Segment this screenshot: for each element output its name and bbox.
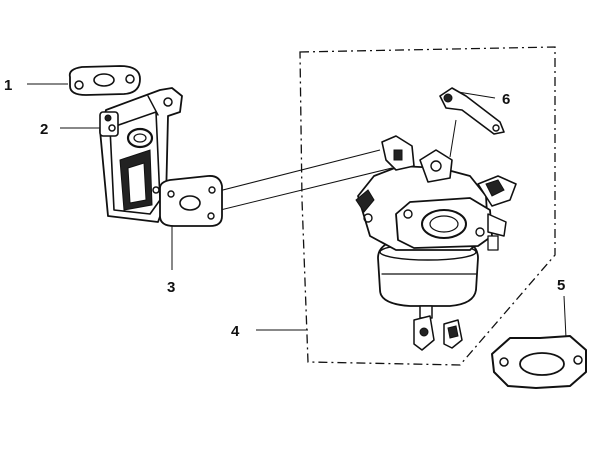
callout-3: 3 [167, 279, 175, 296]
part-4-carburetor [355, 135, 517, 351]
callout-6: 6 [502, 91, 510, 108]
leader-line-6 [457, 91, 496, 99]
assembly-boundary [299, 46, 556, 366]
part-5-gasket [491, 335, 587, 389]
alignment-line-b [199, 167, 393, 216]
part-1-gasket [68, 65, 141, 96]
callout-1: 1 [4, 77, 12, 94]
callout-5: 5 [557, 277, 565, 294]
leader-line-carb-to-6 [449, 119, 457, 158]
callout-2: 2 [40, 121, 48, 138]
leader-line-5 [563, 295, 567, 339]
callout-4: 4 [231, 323, 240, 340]
part-3-gasket [159, 175, 223, 227]
part-6-linkage [439, 87, 505, 135]
